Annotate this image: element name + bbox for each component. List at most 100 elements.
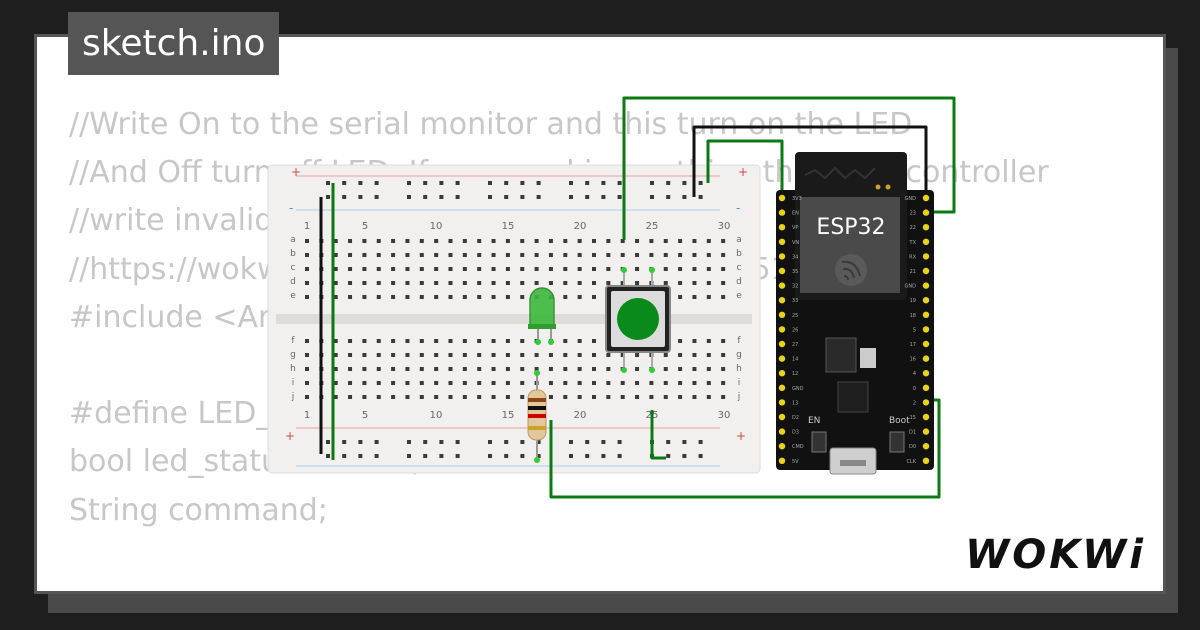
svg-text:a: a — [736, 235, 742, 245]
pin-label: 0 — [913, 386, 916, 392]
svg-text:i: i — [738, 378, 741, 388]
svg-text:d: d — [290, 277, 296, 287]
rail-minus-label: - — [736, 201, 740, 215]
pin-label: GND — [905, 196, 917, 202]
rail-plus-label: + — [285, 429, 295, 443]
pin-label: 32 — [792, 284, 798, 290]
wires[interactable] — [319, 96, 956, 499]
pin-label: 16 — [910, 357, 916, 363]
svg-text:20: 20 — [574, 221, 587, 232]
wire-green-gpio2[interactable] — [549, 398, 941, 499]
svg-text:j: j — [291, 392, 295, 402]
svg-text:b: b — [736, 249, 742, 259]
pin-label: GND — [905, 284, 917, 290]
boot-label: Boot — [889, 416, 910, 426]
usb-chip — [837, 381, 869, 413]
svg-text:10: 10 — [430, 221, 443, 232]
pin-label: 15 — [910, 415, 916, 421]
svg-text:i: i — [292, 378, 295, 388]
pushbutton[interactable] — [605, 267, 671, 373]
chip-label: ESP32 — [816, 215, 885, 240]
svg-text:f: f — [291, 336, 295, 346]
boot-button[interactable] — [889, 431, 905, 453]
code-line: //write invalid — [69, 203, 274, 239]
resistor[interactable] — [527, 370, 547, 463]
antenna-trace — [804, 166, 876, 180]
pin-label: 19 — [910, 298, 916, 304]
pin-label: VN — [792, 240, 799, 246]
wire-green-3v3[interactable] — [706, 139, 784, 198]
pin-label: 17 — [910, 342, 916, 348]
pin-label: 27 — [792, 342, 798, 348]
svg-text:5: 5 — [362, 221, 368, 232]
svg-text:h: h — [736, 364, 742, 374]
pin-label: D3 — [792, 430, 799, 436]
button-cap[interactable] — [617, 298, 659, 340]
svg-text:1: 1 — [304, 221, 310, 232]
pin-label: 5 — [913, 327, 916, 333]
breadboard[interactable]: + + - - + + 1 5 10 15 20 25 30 1 5 10 15… — [267, 164, 761, 474]
pin-label: GND — [792, 386, 804, 392]
file-name-tab[interactable]: sketch.ino — [68, 12, 280, 75]
svg-text:30: 30 — [718, 410, 731, 421]
pin-label: 12 — [792, 371, 798, 377]
pin-label: EN — [792, 211, 799, 217]
pin-label: 5V — [792, 459, 799, 465]
pin-label: 18 — [910, 313, 916, 319]
svg-text:15: 15 — [502, 410, 515, 421]
en-label: EN — [808, 416, 820, 426]
wire-black-gnd[interactable] — [692, 125, 928, 198]
pin-label: 21 — [910, 269, 916, 275]
svg-text:e: e — [736, 291, 742, 301]
pin-label: CLK — [906, 459, 916, 465]
code-line: //Write On to the serial monitor and thi… — [69, 107, 913, 142]
svg-text:1: 1 — [304, 410, 310, 421]
pin-label: 4 — [913, 371, 916, 377]
pin-label: 23 — [910, 211, 916, 217]
led-indicator — [860, 348, 876, 368]
led-green[interactable] — [528, 287, 556, 345]
svg-text:10: 10 — [430, 410, 443, 421]
code-line: void setup() { — [69, 583, 1049, 591]
regulator — [825, 337, 857, 373]
svg-text:j: j — [737, 392, 741, 402]
svg-text:e: e — [290, 291, 296, 301]
column-numbers-top: 1 5 10 15 20 25 30 — [304, 221, 731, 232]
pin-label: D2 — [792, 415, 799, 421]
pin-label: 13 — [792, 400, 798, 406]
rail-plus-label: + — [738, 165, 748, 179]
pin-label: 34 — [792, 254, 798, 260]
center-divider — [276, 314, 752, 324]
svg-text:a: a — [290, 235, 296, 245]
pin-label: D0 — [909, 444, 916, 450]
pin-label: TX — [909, 240, 917, 246]
rail-minus-label: - — [289, 201, 293, 215]
svg-text:15: 15 — [502, 221, 515, 232]
svg-text:20: 20 — [574, 410, 587, 421]
svg-text:c: c — [291, 263, 296, 273]
pin-label: 2 — [913, 400, 916, 406]
code-line: String command; — [69, 492, 328, 528]
wire-green-top[interactable] — [622, 96, 956, 240]
svg-text:g: g — [290, 350, 296, 360]
svg-text:g: g — [736, 350, 742, 360]
rail-plus-label: + — [736, 429, 746, 443]
espressif-logo-icon — [835, 254, 867, 286]
svg-text:25: 25 — [646, 221, 659, 232]
pin-label: 33 — [792, 298, 798, 304]
svg-text:h: h — [290, 364, 296, 374]
row-letters: a b c d e a b c d e f g h i j f g h i j — [290, 235, 742, 402]
svg-text:f: f — [737, 336, 741, 346]
pin-label: RX — [909, 254, 916, 260]
svg-text:30: 30 — [718, 221, 731, 232]
wire-green-button[interactable] — [650, 410, 666, 460]
en-button[interactable] — [811, 431, 827, 453]
pin-label: VP — [792, 225, 798, 231]
pin-label: CMD — [792, 444, 804, 450]
svg-text:5: 5 — [362, 410, 368, 421]
pin-label: 25 — [792, 313, 798, 319]
svg-text:c: c — [737, 263, 742, 273]
